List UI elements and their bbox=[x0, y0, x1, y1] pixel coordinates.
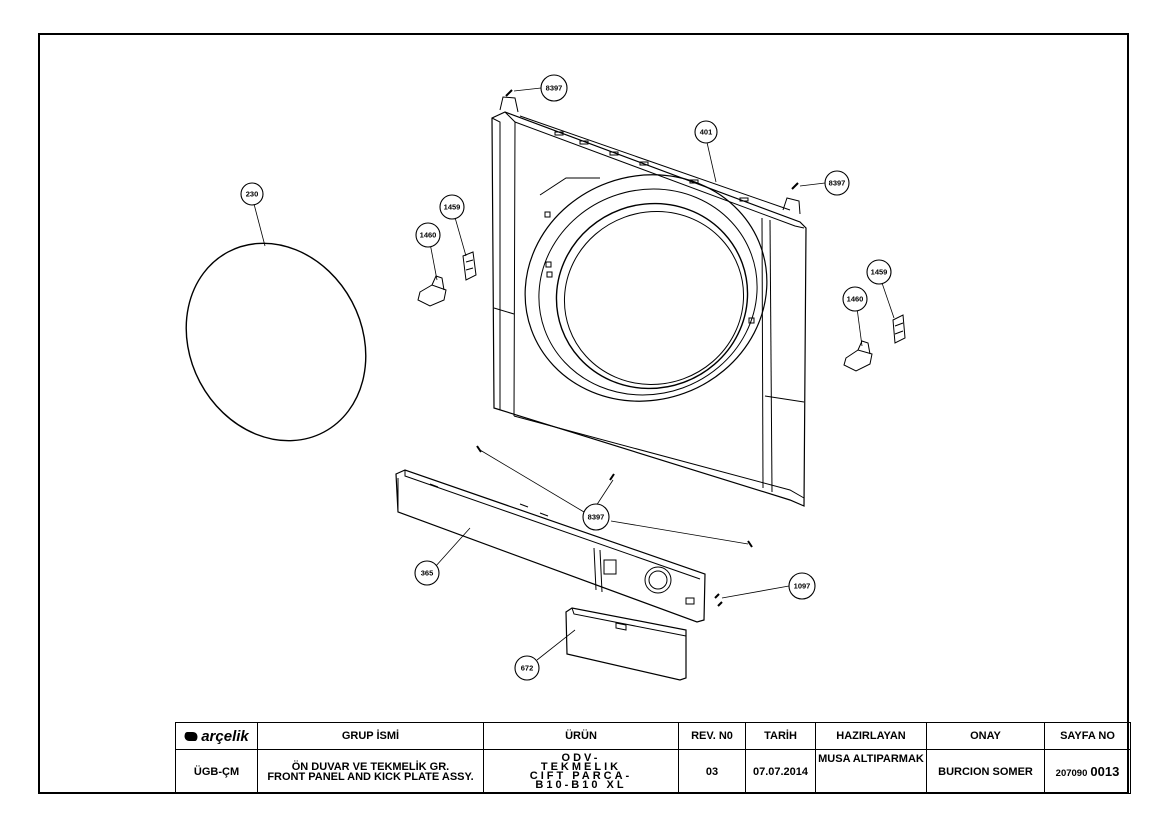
rev-header: REV. N0 bbox=[678, 722, 746, 750]
front-panel bbox=[491, 96, 807, 507]
hinge-part-1460-left bbox=[417, 275, 447, 307]
title-block: arçelik GRUP İSMİ ÜRÜN REV. N0 TARİH HAZ… bbox=[175, 722, 1131, 794]
callout-8397-bottom: 8397 bbox=[588, 513, 605, 522]
callout-365: 365 bbox=[421, 569, 434, 578]
prepared-by: MUSA ALTIPARMAK bbox=[815, 749, 927, 794]
callout-1460-right: 1460 bbox=[847, 295, 864, 304]
leader-lines bbox=[253, 87, 895, 661]
door-glass-ring bbox=[185, 242, 367, 442]
hinge-part-1460-right bbox=[843, 340, 873, 372]
callout-8397-top: 8397 bbox=[546, 84, 563, 93]
callout-672: 672 bbox=[521, 664, 534, 673]
callout-230: 230 bbox=[246, 190, 259, 199]
group-header: GRUP İSMİ bbox=[257, 722, 484, 750]
callout-1459-right: 1459 bbox=[871, 268, 888, 277]
department: ÜGB-ÇM bbox=[175, 749, 258, 794]
page-number: 207090 0013 bbox=[1044, 749, 1131, 794]
page-header: SAYFA NO bbox=[1044, 722, 1131, 750]
arcelik-logo-icon bbox=[182, 731, 200, 741]
date-header: TARİH bbox=[745, 722, 816, 750]
arcelik-logo: arçelik bbox=[182, 728, 249, 745]
callout-8397-right: 8397 bbox=[829, 179, 846, 188]
prepared-header: HAZIRLAYAN bbox=[815, 722, 927, 750]
hinge-part-1459-right bbox=[892, 314, 906, 344]
approval-header: ONAY bbox=[926, 722, 1045, 750]
date-value: 07.07.2014 bbox=[745, 749, 816, 794]
callout-401: 401 bbox=[700, 128, 713, 137]
screws bbox=[476, 89, 799, 607]
logo-cell: arçelik bbox=[175, 722, 258, 750]
group-name: ÖN DUVAR VE TEKMELİK GR.FRONT PANEL AND … bbox=[257, 749, 484, 794]
callout-1460-left: 1460 bbox=[420, 231, 437, 240]
approved-by: BURCION SOMER bbox=[926, 749, 1045, 794]
kick-plate bbox=[395, 469, 706, 623]
callout-1459-left: 1459 bbox=[444, 203, 461, 212]
rev-value: 03 bbox=[678, 749, 746, 794]
hinge-part-1459-left bbox=[462, 251, 477, 281]
callout-circles bbox=[240, 74, 892, 681]
callout-1097: 1097 bbox=[794, 582, 811, 591]
product-header: ÜRÜN bbox=[483, 722, 679, 750]
drawer-cover bbox=[565, 607, 687, 681]
